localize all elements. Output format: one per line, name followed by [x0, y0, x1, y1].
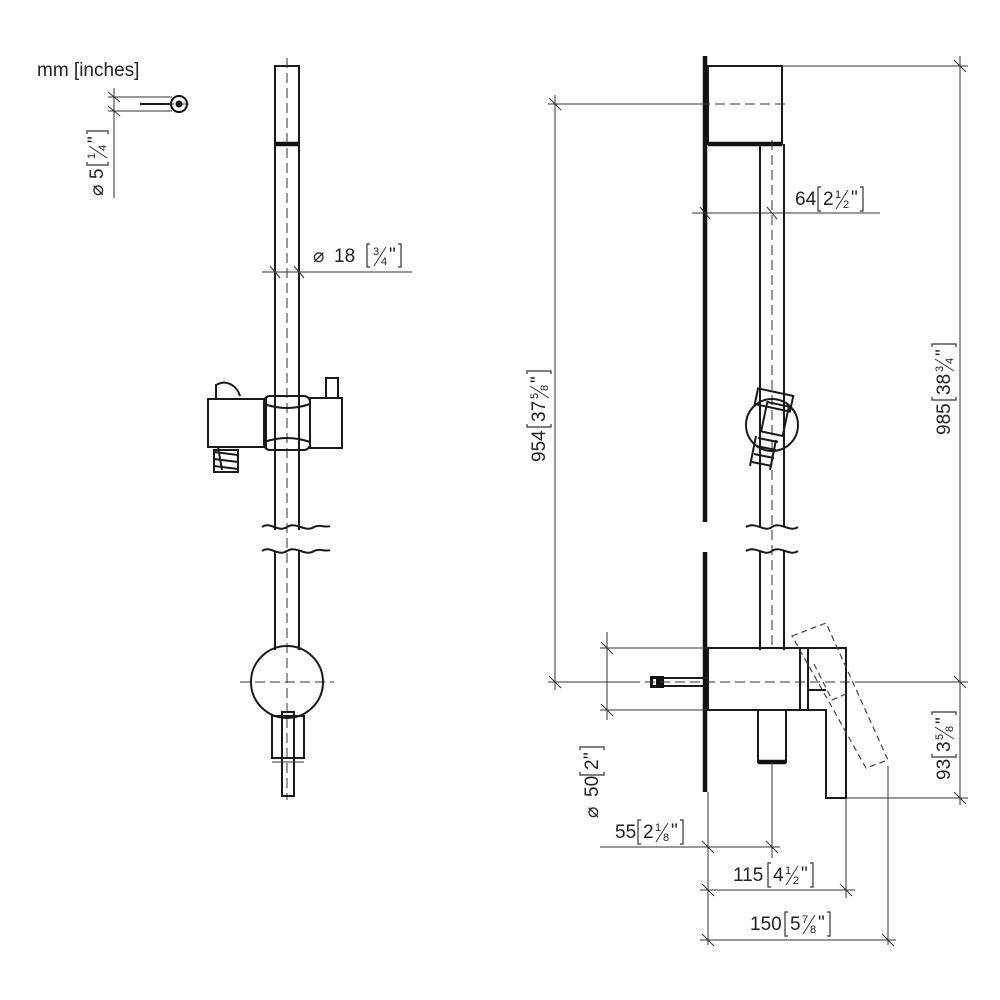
side-view	[600, 56, 889, 799]
rail-height-dim	[548, 95, 705, 690]
svg-text:2: 2	[843, 199, 849, 211]
svg-text:": "	[581, 752, 602, 759]
pin-diameter-label: ⌀ 5 1 4 "	[85, 130, 109, 196]
valve-diameter-dim	[600, 632, 708, 720]
svg-text:18: 18	[334, 246, 355, 267]
svg-text:50: 50	[582, 776, 603, 797]
svg-text:": "	[933, 717, 954, 724]
svg-text:1: 1	[785, 865, 791, 877]
total-height-dim	[782, 56, 968, 805]
valve-diameter-label: ⌀ 50 2 "	[579, 746, 605, 818]
front-view	[207, 58, 343, 800]
units-label: mm [inches]	[37, 60, 139, 81]
svg-text:4: 4	[773, 865, 784, 886]
svg-text:93: 93	[934, 759, 955, 780]
svg-text:150: 150	[750, 914, 782, 935]
svg-text:": "	[818, 913, 825, 934]
svg-text:4: 4	[381, 256, 387, 268]
svg-text:2: 2	[823, 189, 834, 210]
svg-text:": "	[528, 376, 549, 383]
svg-text:3: 3	[934, 741, 955, 752]
rail-diameter-dim	[262, 265, 412, 279]
svg-text:4: 4	[97, 145, 109, 151]
rail-height-label: 954 37 5 8 "	[526, 370, 552, 462]
svg-text:": "	[933, 349, 954, 356]
svg-text:5: 5	[529, 393, 541, 399]
wall-offset-dim	[692, 206, 880, 220]
rail-diameter-label: ⌀ 18 3 4 "	[313, 243, 402, 268]
svg-text:": "	[801, 864, 808, 885]
svg-text:55: 55	[615, 822, 636, 843]
svg-text:2: 2	[643, 822, 654, 843]
svg-text:4: 4	[944, 358, 956, 364]
svg-text:5: 5	[790, 914, 801, 935]
svg-text:": "	[85, 136, 106, 143]
svg-text:3: 3	[934, 366, 946, 372]
depth-150-label: 150 5 7 8 "	[750, 911, 831, 937]
svg-text:64: 64	[795, 189, 817, 210]
svg-text:2: 2	[793, 875, 799, 887]
depth-115-label: 115 4 1 2 "	[733, 862, 814, 888]
svg-text:1: 1	[655, 822, 661, 834]
svg-text:": "	[851, 188, 858, 209]
pin-detail	[107, 88, 194, 198]
svg-text:⌀: ⌀	[313, 246, 324, 267]
svg-text:": "	[389, 245, 396, 266]
svg-text:5: 5	[934, 734, 946, 740]
svg-text:7: 7	[802, 914, 808, 926]
svg-text:1: 1	[835, 189, 841, 201]
svg-text:8: 8	[810, 924, 816, 936]
svg-text:3: 3	[373, 246, 379, 258]
svg-text:985: 985	[934, 403, 955, 435]
svg-text:37: 37	[529, 401, 550, 422]
svg-text:2: 2	[582, 759, 603, 770]
depth-55-label: 55 2 1 8 "	[615, 819, 684, 845]
svg-text:8: 8	[539, 385, 551, 391]
depth-dims	[600, 762, 896, 947]
svg-text:1: 1	[86, 153, 98, 159]
svg-text:": "	[671, 821, 678, 842]
svg-text:5: 5	[87, 168, 108, 179]
diameter-symbol: ⌀	[87, 185, 108, 196]
svg-text:8: 8	[663, 832, 669, 844]
wall-offset-label: 64 2 1 2 "	[795, 186, 864, 212]
total-height-label: 985 38 3 4 "	[931, 343, 957, 435]
svg-text:954: 954	[529, 430, 550, 462]
svg-text:115: 115	[733, 865, 763, 886]
svg-text:8: 8	[944, 726, 956, 732]
lever-height-label: 93 3 5 8 "	[931, 711, 957, 780]
svg-text:⌀: ⌀	[582, 807, 603, 818]
svg-text:38: 38	[934, 374, 955, 395]
